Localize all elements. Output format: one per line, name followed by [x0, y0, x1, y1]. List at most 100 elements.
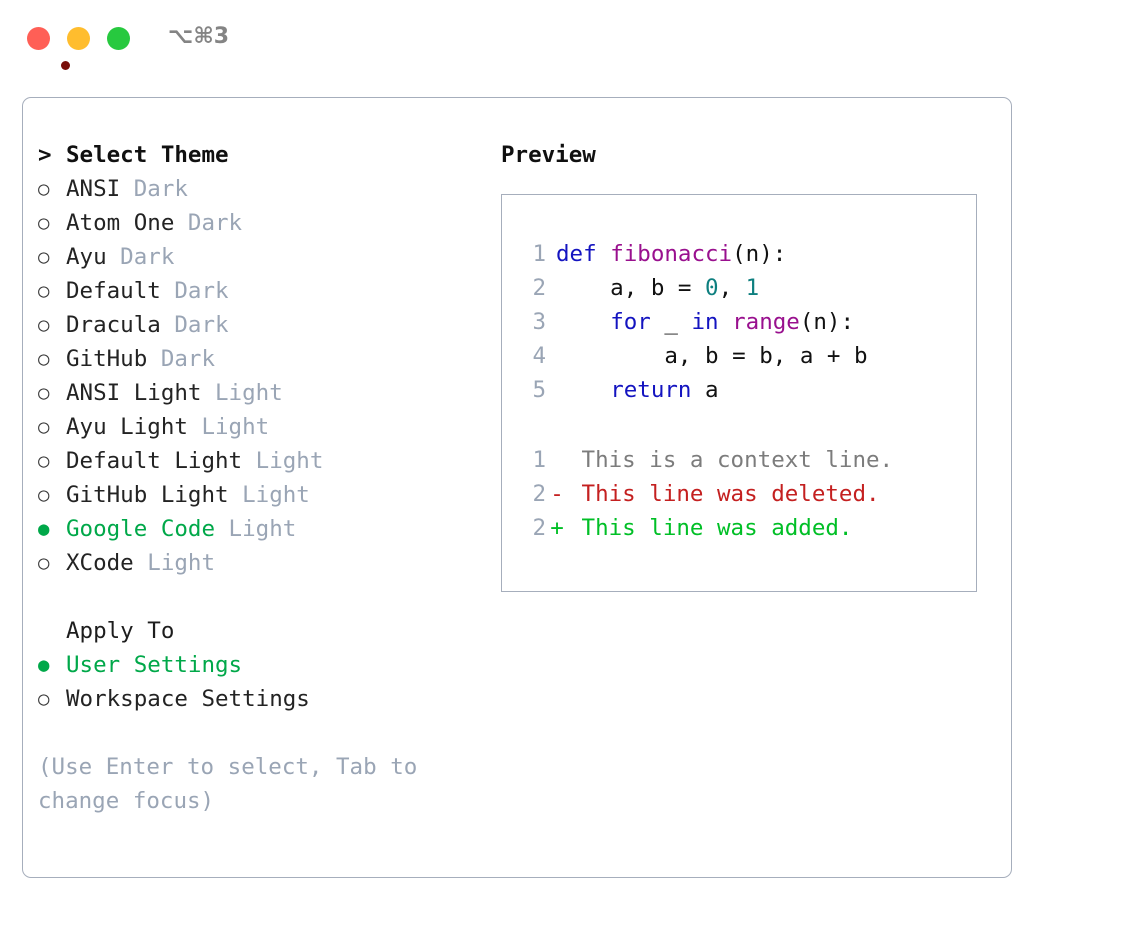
theme-kind-badge: Light [242, 448, 324, 474]
apply-to-option-workspace-settings[interactable]: ○ Workspace Settings [38, 682, 478, 716]
theme-option-label: Default [66, 278, 161, 304]
radio-unselected-icon: ○ [38, 348, 50, 370]
code-token-num: 0 [705, 275, 719, 301]
code-token-kw: for [610, 309, 651, 335]
theme-option-label: GitHub Light [66, 482, 229, 508]
diff-line-del: 2- This line was deleted. [518, 477, 893, 511]
diff-sign-icon [546, 443, 568, 477]
radio-unselected-icon: ○ [38, 450, 50, 472]
theme-option-github[interactable]: ○ GitHub Dark [38, 342, 478, 376]
theme-option-default-light[interactable]: ○Default Light Light [38, 444, 478, 478]
code-line-content: def fibonacci(n): [556, 241, 786, 267]
radio-unselected-icon: ○ [38, 314, 50, 336]
diff-line-number: 2 [532, 481, 546, 507]
apply-to-section: Apply To ●User Settings ○ Workspace Settin… [38, 614, 478, 716]
theme-option-ansi[interactable]: ○ANSI Dark [38, 172, 478, 206]
radio-unselected-icon: ○ [38, 552, 50, 574]
theme-option-label: GitHub [66, 346, 148, 372]
theme-kind-badge: Light [187, 414, 270, 440]
theme-option-ayu-light[interactable]: ○ Ayu Light Light [38, 410, 478, 444]
code-token-num: 1 [745, 275, 760, 301]
theme-kind-badge: Dark [160, 278, 229, 304]
code-line-number: 3 [532, 309, 546, 335]
theme-option-xcode[interactable]: ○ XCode Light [38, 546, 478, 580]
apply-to-option-user-settings[interactable]: ●User Settings [38, 648, 478, 682]
theme-kind-badge: Light [201, 380, 283, 406]
theme-option-ansi-light[interactable]: ○ ANSI Light Light [38, 376, 478, 410]
page-title: Select Theme [66, 142, 229, 168]
code-token-plain: a, b = [556, 275, 706, 301]
theme-option-label: Dracula [66, 312, 161, 338]
theme-list-column: >Select Theme ○ANSI Dark○Atom One Dark○A… [38, 138, 478, 818]
theme-option-github-light[interactable]: ○ GitHub Light Light [38, 478, 478, 512]
maximize-window-button[interactable] [107, 27, 130, 50]
radio-unselected-icon: ○ [38, 416, 50, 438]
code-token-plain: a, b = b, a + b [556, 343, 868, 369]
code-token-plain: , [718, 275, 746, 301]
apply-to-options-list: ●User Settings ○ Workspace Settings [38, 648, 478, 716]
code-token-plain [556, 377, 610, 403]
theme-option-label: ANSI [66, 176, 121, 202]
code-token-plain: _ [650, 309, 692, 335]
theme-option-dracula[interactable]: ○ Dracula Dark [38, 308, 478, 342]
preview-box: 1 def fibonacci(n): 2 a, b = 0, 1 3 for _ i… [501, 194, 977, 592]
code-token-kw: in [691, 309, 719, 335]
theme-kind-badge: Dark [147, 346, 216, 372]
theme-option-label: XCode [66, 550, 134, 576]
theme-option-default[interactable]: ○ Default Dark [38, 274, 478, 308]
diff-sign-icon: - [550, 481, 564, 507]
theme-option-label: Ayu Light [66, 414, 188, 440]
code-line: 4 a, b = b, a + b [518, 339, 868, 373]
radio-unselected-icon: ○ [38, 484, 50, 506]
apply-to-option-label: User Settings [66, 652, 243, 678]
diff-line-content: This is a context line. [568, 447, 894, 473]
apply-to-header: Apply To [38, 614, 478, 648]
diff-line-content: This line was added. [568, 515, 853, 541]
radio-unselected-icon: ○ [38, 280, 50, 302]
code-sample: 1 def fibonacci(n): 2 a, b = 0, 1 3 for _ i… [518, 237, 868, 407]
radio-unselected-icon: ○ [38, 382, 50, 404]
code-token-fn: fibonacci [610, 241, 733, 267]
record-indicator-dot [61, 61, 70, 70]
theme-option-google-code[interactable]: ●Google Code Light [38, 512, 478, 546]
theme-kind-badge: Dark [174, 210, 243, 236]
radio-unselected-icon: ○ [38, 212, 50, 234]
code-line: 1 def fibonacci(n): [518, 237, 868, 271]
theme-options-list: ○ANSI Dark○Atom One Dark○Ayu Dark○Defaul… [38, 172, 478, 580]
code-line-number: 4 [532, 343, 546, 369]
code-line-content: a, b = b, a + b [556, 343, 868, 369]
theme-option-atom-one[interactable]: ○Atom One Dark [38, 206, 478, 240]
code-token-kw: def [556, 241, 611, 267]
theme-option-ayu[interactable]: ○Ayu Dark [38, 240, 478, 274]
theme-option-label: Google Code [66, 516, 216, 542]
window-shortcut-label: ⌥⌘3 [168, 24, 230, 49]
theme-kind-badge: Light [228, 482, 310, 508]
prompt-caret-icon: > [38, 142, 52, 168]
diff-line-number: 1 [532, 447, 546, 473]
minimize-window-button[interactable] [67, 27, 90, 50]
code-line-number: 2 [532, 275, 546, 301]
code-token-plain [556, 309, 610, 335]
keyboard-hint-text: (Use Enter to select, Tab to change focu… [38, 754, 418, 814]
radio-unselected-icon: ○ [38, 688, 50, 710]
theme-option-label: ANSI Light [66, 380, 202, 406]
code-line-content: return a [556, 377, 718, 403]
theme-kind-badge: Dark [160, 312, 229, 338]
theme-picker-panel: >Select Theme ○ANSI Dark○Atom One Dark○A… [22, 97, 1012, 878]
code-token-fn: range [732, 309, 800, 335]
theme-option-label: Ayu [66, 244, 107, 270]
diff-line-number: 2 [532, 515, 546, 541]
close-window-button[interactable] [27, 27, 70, 70]
code-line: 5 return a [518, 373, 868, 407]
radio-unselected-icon: ○ [38, 178, 50, 200]
code-line-number: 1 [532, 241, 546, 267]
radio-selected-icon: ● [38, 518, 50, 540]
code-line-number: 5 [532, 377, 546, 403]
theme-kind-badge: Light [133, 550, 216, 576]
diff-line-content: This line was deleted. [568, 481, 880, 507]
diff-sign-icon: + [550, 515, 564, 541]
code-line: 3 for _ in range(n): [518, 305, 868, 339]
apply-to-option-label: Workspace Settings [66, 686, 310, 712]
